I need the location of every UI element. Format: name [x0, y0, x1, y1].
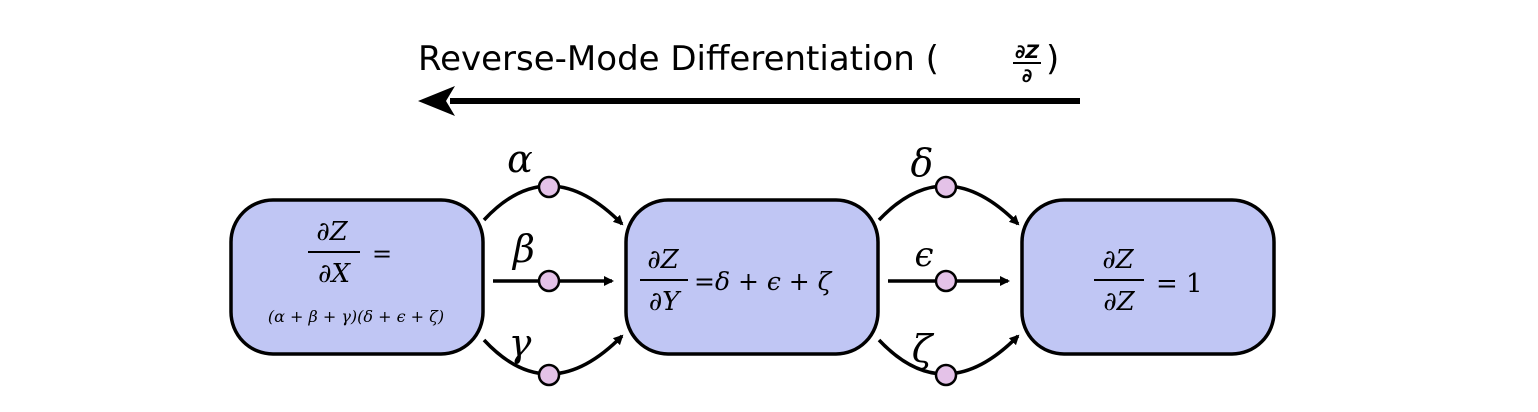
edge-epsilon-label: ϵ [914, 235, 933, 275]
edge-gamma-label: γ [509, 321, 532, 365]
node-dz-dz-denominator: ∂Z [1103, 287, 1135, 317]
title-text: Reverse-Mode Differentiation ( [418, 39, 939, 79]
node-dz-dx: ∂Z ∂X = (α + β + γ)(δ + ϵ + ζ) [229, 198, 485, 356]
edge-alpha-label: α [507, 137, 533, 181]
node-dz-dz: ∂Z ∂Z = 1 [1020, 198, 1276, 356]
edge-delta: δ [877, 141, 1020, 226]
node-dz-dy-box [624, 198, 880, 356]
reverse-arrow-head [418, 86, 455, 116]
node-dz-dy-numerator: ∂Z [647, 245, 679, 275]
node-dz-dz-expression: = 1 [1156, 269, 1203, 299]
edge-delta-label: δ [911, 141, 934, 185]
edge-beta-label: β [511, 227, 535, 271]
edge-zeta-node [934, 363, 958, 387]
edge-delta-node [934, 175, 958, 199]
edge-beta: β [493, 227, 614, 293]
edge-gamma-node [537, 363, 561, 387]
edge-alpha-node [537, 175, 561, 199]
edge-alpha: α [482, 137, 624, 226]
node-dz-dz-box [1020, 198, 1276, 356]
node-dz-dz-numerator: ∂Z [1102, 245, 1134, 275]
diagram-title: Reverse-Mode Differentiation ( ∂Z ∂ ) [418, 39, 1059, 87]
node-dz-dx-denominator: ∂X [318, 259, 351, 289]
edge-epsilon: ϵ [888, 235, 1010, 293]
edge-zeta: ζ [877, 327, 1020, 387]
edge-zeta-label: ζ [912, 327, 935, 371]
node-dz-dy-denominator: ∂Y [649, 287, 682, 317]
node-dz-dx-expression: (α + β + γ)(δ + ϵ + ζ) [268, 307, 444, 326]
title-frac-denominator: ∂ [1022, 65, 1032, 87]
edge-epsilon-node [934, 269, 958, 293]
edge-beta-node [537, 269, 561, 293]
node-dz-dy: ∂Z ∂Y =δ + ϵ + ζ [624, 198, 880, 356]
node-dz-dx-equals: = [372, 240, 392, 268]
node-dz-dx-numerator: ∂Z [316, 217, 348, 247]
title-close-paren: ) [1046, 39, 1059, 79]
node-dz-dy-expression: =δ + ϵ + ζ [694, 267, 833, 296]
reverse-arrow [418, 86, 1080, 116]
node-dz-dx-box [229, 198, 485, 356]
edge-gamma: γ [482, 321, 624, 387]
title-frac-numerator: ∂Z [1015, 41, 1040, 63]
